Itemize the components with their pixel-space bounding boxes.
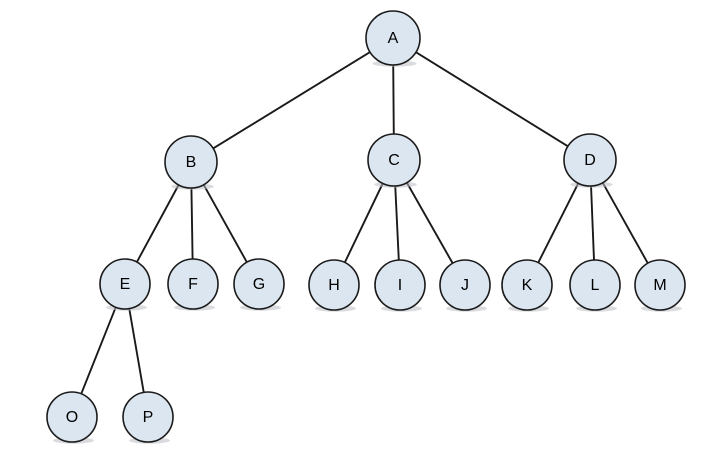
- tree-node-g[interactable]: G: [233, 258, 285, 311]
- tree-edge-b-g: [202, 182, 249, 264]
- node-circle-m[interactable]: [634, 259, 686, 311]
- tree-edge-a-d: [414, 50, 570, 148]
- tree-node-f[interactable]: F: [167, 258, 219, 311]
- tree-edge-b-e: [135, 183, 181, 264]
- tree-node-h[interactable]: H: [308, 259, 360, 312]
- tree-node-i[interactable]: I: [374, 259, 426, 312]
- node-circle-k[interactable]: [501, 259, 553, 311]
- node-circle-g[interactable]: [233, 258, 285, 310]
- tree-node-b[interactable]: B: [164, 135, 218, 190]
- tree-edge-d-m: [601, 180, 650, 266]
- tree-edge-d-k: [536, 181, 580, 265]
- tree-node-p[interactable]: P: [122, 391, 174, 444]
- tree-edge-c-i: [394, 184, 400, 262]
- tree-edge-e-o: [79, 305, 118, 396]
- tree-edge-c-j: [405, 180, 455, 266]
- tree-node-c[interactable]: C: [367, 133, 421, 188]
- node-circle-d[interactable]: [563, 133, 617, 187]
- node-circle-c[interactable]: [367, 133, 421, 187]
- node-circle-b[interactable]: [164, 135, 218, 189]
- node-circle-a[interactable]: [365, 10, 421, 66]
- tree-node-k[interactable]: K: [501, 259, 553, 312]
- tree-node-a[interactable]: A: [365, 10, 421, 67]
- node-circle-o[interactable]: [46, 391, 98, 443]
- tree-node-o[interactable]: O: [46, 391, 98, 444]
- node-circle-e[interactable]: [99, 258, 151, 310]
- edges-layer: [79, 50, 650, 396]
- node-circle-l[interactable]: [569, 259, 621, 311]
- tree-edge-b-f: [190, 186, 194, 261]
- tree-edge-a-b: [211, 50, 372, 150]
- tree-edge-d-l: [590, 184, 595, 262]
- tree-node-d[interactable]: D: [563, 133, 617, 188]
- tree-node-l[interactable]: L: [569, 259, 621, 312]
- node-circle-f[interactable]: [167, 258, 219, 310]
- tree-edge-e-p: [128, 306, 145, 395]
- node-circle-h[interactable]: [308, 259, 360, 311]
- node-circle-p[interactable]: [122, 391, 174, 443]
- node-circle-i[interactable]: [374, 259, 426, 311]
- tree-node-e[interactable]: E: [99, 258, 151, 311]
- node-circle-j[interactable]: [439, 259, 491, 311]
- tree-node-m[interactable]: M: [634, 259, 686, 312]
- tree-edge-c-h: [343, 181, 385, 265]
- tree-node-j[interactable]: J: [439, 259, 491, 312]
- tree-edge-a-c: [392, 63, 395, 136]
